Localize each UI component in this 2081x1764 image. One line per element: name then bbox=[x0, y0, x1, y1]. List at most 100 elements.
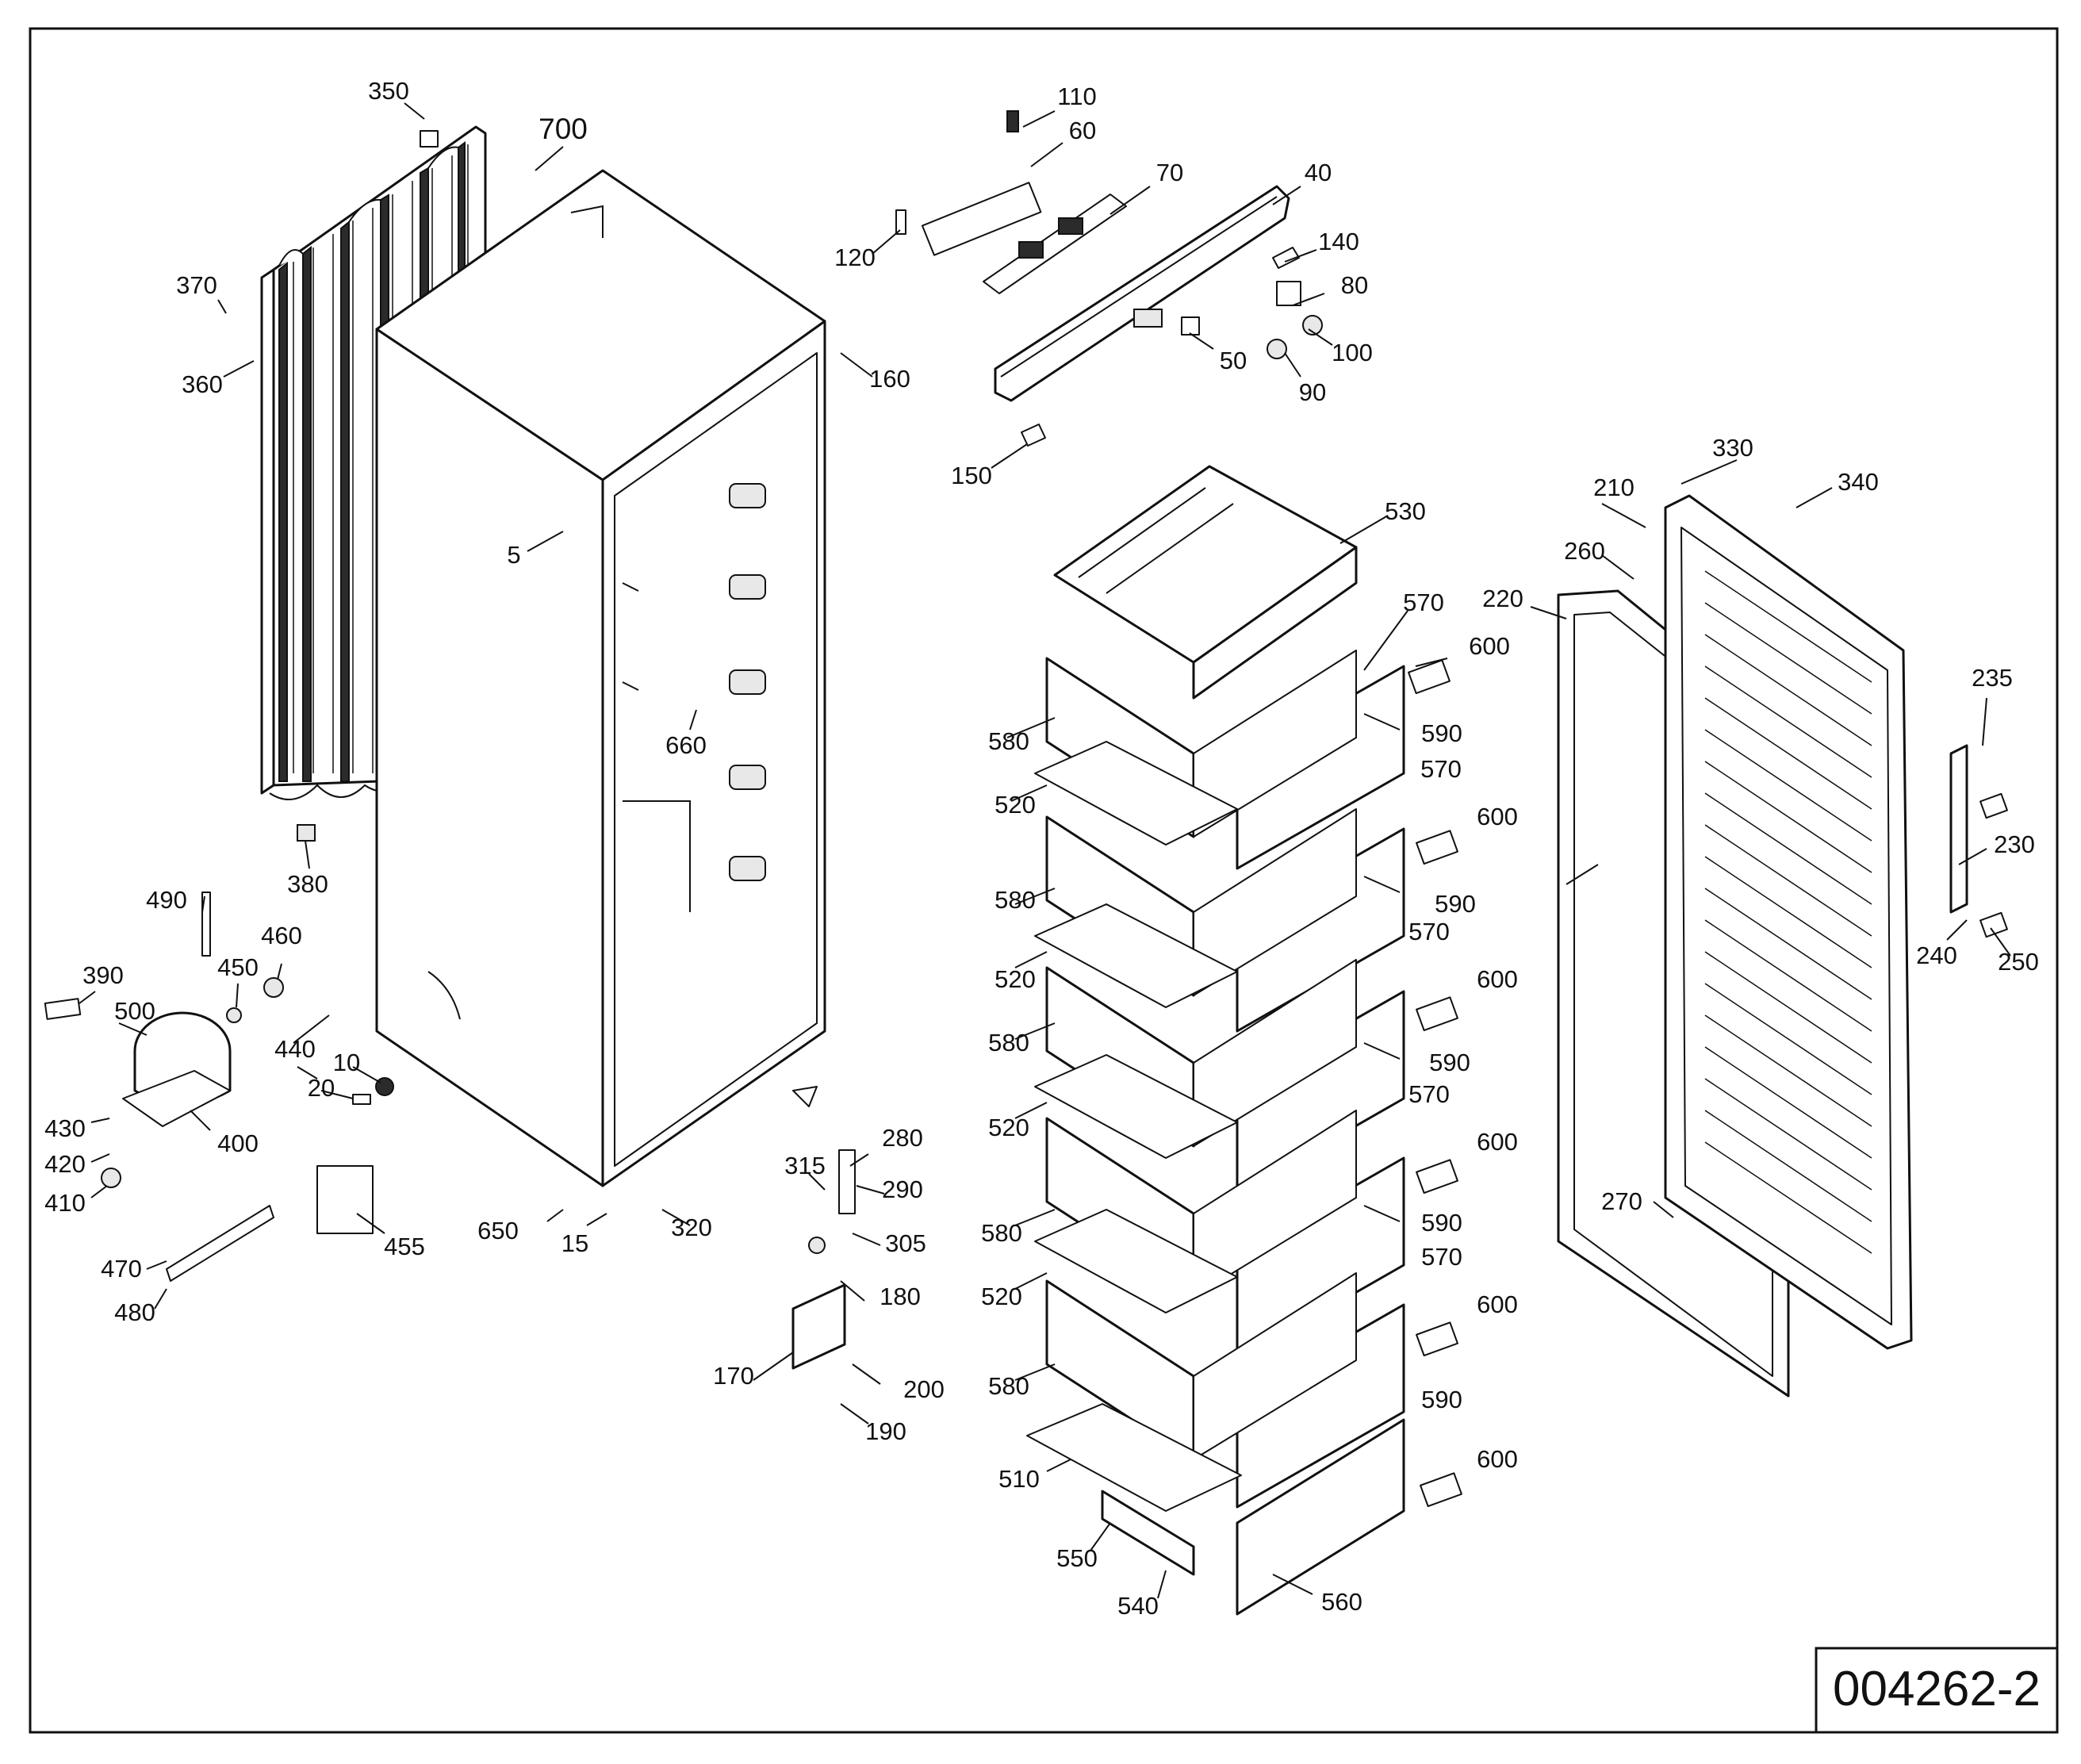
control-board bbox=[983, 194, 1127, 294]
callout-590c: 590 bbox=[1429, 1049, 1470, 1076]
callout-150: 150 bbox=[951, 462, 992, 489]
callout-600c: 600 bbox=[1477, 965, 1518, 993]
drawer-5 bbox=[1045, 1272, 1405, 1509]
callout-360: 360 bbox=[182, 370, 223, 398]
bottom-drawer bbox=[1101, 1418, 1405, 1616]
callout-5: 5 bbox=[507, 541, 520, 569]
top-tray bbox=[1053, 465, 1358, 700]
glass-plate-2 bbox=[1034, 903, 1238, 1008]
callout-220: 220 bbox=[1482, 585, 1523, 612]
top-cover bbox=[994, 185, 1290, 402]
callout-600a: 600 bbox=[1469, 632, 1510, 660]
callout-570b: 570 bbox=[1420, 755, 1462, 783]
callout-170: 170 bbox=[713, 1362, 754, 1390]
callout-50: 50 bbox=[1220, 347, 1247, 374]
callout-350: 350 bbox=[368, 77, 409, 105]
callout-530: 530 bbox=[1385, 497, 1426, 525]
callout-235: 235 bbox=[1972, 664, 2013, 692]
door-ribs bbox=[1704, 570, 1872, 1254]
control-small-parts bbox=[895, 110, 1323, 447]
label-plate-5 bbox=[1416, 1321, 1458, 1357]
door-panel bbox=[1664, 494, 1913, 1350]
callout-100: 100 bbox=[1332, 339, 1373, 366]
callout-450: 450 bbox=[217, 953, 259, 981]
callout-580c: 580 bbox=[988, 1029, 1029, 1056]
misc-small-parts bbox=[44, 130, 856, 1370]
callout-570e: 570 bbox=[1421, 1243, 1462, 1271]
callout-660: 660 bbox=[665, 731, 707, 759]
callout-280: 280 bbox=[882, 1124, 923, 1152]
callout-600b: 600 bbox=[1477, 803, 1518, 830]
callout-70: 70 bbox=[1156, 159, 1183, 186]
callout-500: 500 bbox=[114, 997, 155, 1025]
callout-590d: 590 bbox=[1421, 1209, 1462, 1237]
callout-260: 260 bbox=[1564, 537, 1605, 565]
leader-lines bbox=[79, 102, 2011, 1599]
callout-240: 240 bbox=[1916, 941, 1957, 969]
callout-160: 160 bbox=[869, 365, 910, 393]
callout-600d: 600 bbox=[1477, 1128, 1518, 1156]
callout-430: 430 bbox=[44, 1114, 86, 1142]
label-plate-1 bbox=[1408, 659, 1451, 695]
glass-plate-1 bbox=[1034, 741, 1238, 846]
callout-315: 315 bbox=[784, 1152, 826, 1179]
callout-520b: 520 bbox=[995, 965, 1036, 993]
callout-15: 15 bbox=[561, 1229, 588, 1257]
callout-120: 120 bbox=[834, 244, 876, 271]
callout-520c: 520 bbox=[988, 1114, 1029, 1141]
callout-700: 700 bbox=[538, 113, 588, 145]
callout-390: 390 bbox=[82, 961, 124, 989]
callout-labels: 350 700 370 360 5 160 380 490 460 450 39… bbox=[44, 77, 2039, 1620]
glass-plate-5 bbox=[1026, 1403, 1242, 1512]
callout-455: 455 bbox=[384, 1233, 425, 1260]
callout-490: 490 bbox=[146, 886, 187, 914]
callout-110: 110 bbox=[1057, 82, 1096, 110]
callout-540: 540 bbox=[1117, 1592, 1159, 1620]
callout-290: 290 bbox=[882, 1175, 923, 1203]
callout-600e: 600 bbox=[1477, 1290, 1518, 1318]
label-plate-4 bbox=[1416, 1159, 1458, 1195]
glass-plate-4 bbox=[1034, 1209, 1238, 1313]
callout-40: 40 bbox=[1305, 159, 1332, 186]
callout-370: 370 bbox=[176, 271, 217, 299]
callout-460: 460 bbox=[261, 922, 302, 949]
callout-60: 60 bbox=[1069, 117, 1096, 144]
callout-520d: 520 bbox=[981, 1283, 1022, 1310]
callout-140: 140 bbox=[1318, 228, 1359, 255]
callout-320: 320 bbox=[671, 1214, 712, 1241]
callout-250: 250 bbox=[1998, 948, 2039, 976]
callout-20: 20 bbox=[308, 1074, 335, 1102]
callout-410: 410 bbox=[44, 1189, 86, 1217]
label-plate-3 bbox=[1416, 996, 1458, 1032]
cabinet-shelf-supports bbox=[622, 483, 766, 912]
compressor bbox=[122, 1011, 232, 1127]
callout-380: 380 bbox=[287, 870, 328, 898]
callout-230: 230 bbox=[1994, 830, 2035, 858]
callout-520a: 520 bbox=[995, 791, 1036, 819]
callout-330: 330 bbox=[1712, 434, 1753, 462]
title-block bbox=[1815, 1647, 2059, 1734]
callout-560: 560 bbox=[1321, 1588, 1362, 1616]
callout-570c: 570 bbox=[1408, 918, 1450, 945]
callout-200: 200 bbox=[903, 1375, 945, 1403]
callout-580d: 580 bbox=[981, 1219, 1022, 1247]
drawing-border bbox=[29, 27, 2059, 1734]
callout-650: 650 bbox=[477, 1217, 519, 1244]
callout-580e: 580 bbox=[988, 1372, 1029, 1400]
callout-90: 90 bbox=[1299, 378, 1326, 406]
callout-420: 420 bbox=[44, 1150, 86, 1178]
callout-80: 80 bbox=[1341, 271, 1368, 299]
label-plate-2 bbox=[1416, 830, 1458, 865]
callout-480: 480 bbox=[114, 1298, 155, 1326]
drawing-number: 004262-2 bbox=[1833, 1662, 2041, 1716]
callout-580a: 580 bbox=[988, 727, 1029, 755]
callout-510: 510 bbox=[998, 1465, 1040, 1493]
callout-470: 470 bbox=[101, 1255, 142, 1283]
callout-590b: 590 bbox=[1435, 890, 1476, 918]
callout-400: 400 bbox=[217, 1129, 259, 1157]
callout-305: 305 bbox=[885, 1229, 926, 1257]
callout-440: 440 bbox=[274, 1035, 316, 1063]
callout-590a: 590 bbox=[1421, 719, 1462, 747]
label-plate-6 bbox=[1420, 1472, 1462, 1508]
